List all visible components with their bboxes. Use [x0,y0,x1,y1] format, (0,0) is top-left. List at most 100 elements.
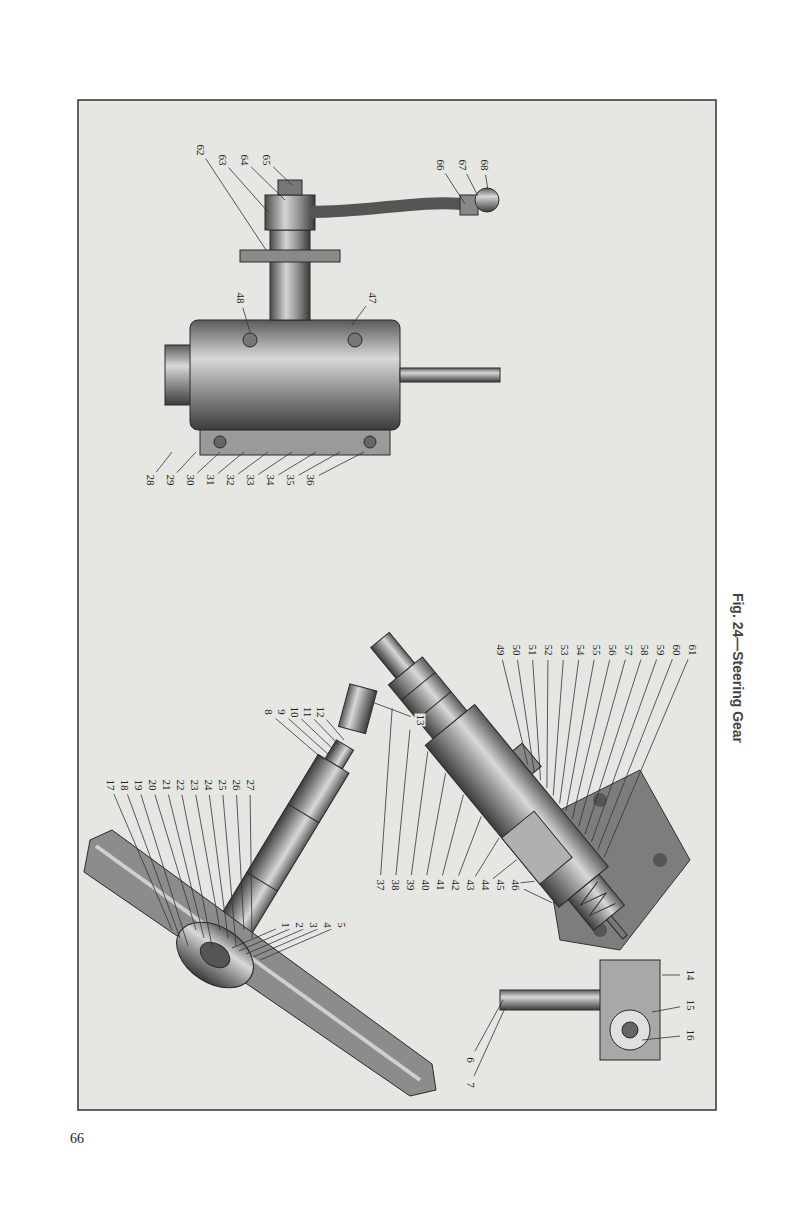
leader-line [288,719,329,755]
leader-line [327,720,344,740]
leader-line [445,173,465,204]
column-detail [500,960,660,1060]
callout-number: 44 [480,879,491,892]
leader-line [114,794,172,930]
leader-line [196,795,220,930]
leader-line [223,795,236,946]
callout-number: 47 [367,292,378,305]
callout-number: 20 [147,779,158,792]
leader-line [502,660,527,765]
callout-number: 64 [239,154,250,167]
leader-line [585,660,641,835]
callout-number: 33 [245,474,256,487]
leader-line [239,929,290,951]
callout-number: 5 [336,921,347,929]
callout-number: 17 [105,779,116,792]
leader-line [352,306,366,325]
leader-line [251,167,285,200]
callout-number: 55 [591,644,602,657]
callout-number: 67 [457,159,468,172]
callout-number: 6 [465,1056,476,1064]
callout-number: 65 [261,154,272,167]
callout-number: 60 [671,644,682,657]
callout-number: 34 [265,474,276,487]
leader-line [579,660,626,827]
callout-number: 28 [145,474,156,487]
callout-number: 12 [315,706,326,719]
figure-caption: Fig. 24—Steering Gear [730,593,746,743]
callout-number: 32 [225,474,236,487]
leader-line [475,838,499,876]
leader-line [459,816,482,875]
leader-line [553,660,563,796]
leader-line [197,452,220,473]
leader-line [260,929,332,960]
page-number: 66 [70,1132,84,1146]
plate-frame [78,100,716,1110]
callout-number: 46 [510,879,521,892]
callout-number: 11 [302,706,313,719]
leader-line [276,719,324,760]
leader-line [372,702,411,716]
callout-number: 21 [161,779,172,792]
callout-number: 13 [415,714,426,727]
callout-number: 14 [685,969,696,982]
leader-line [642,1036,680,1040]
callout-number: 50 [511,644,522,657]
callout-number: 56 [607,644,618,657]
leader-line [243,308,250,332]
callout-number: 68 [479,159,490,172]
callout-number: 39 [405,879,416,892]
callout-number: 10 [289,706,300,719]
leader-line [566,660,594,811]
leader-line [246,929,304,954]
leader-line [533,660,541,780]
callout-number: 16 [685,1029,696,1042]
leader-line [547,660,548,788]
leader-line [591,659,656,841]
callout-number: 31 [205,474,216,487]
leader-line [443,795,464,876]
leader-line [572,660,609,819]
leader-line [467,174,478,196]
leader-line [319,452,364,475]
leader-line [177,452,196,473]
steering-wheel-section [84,830,436,1096]
callout-number: 18 [119,779,130,792]
callout-number: 7 [465,1081,476,1089]
callout-number: 2 [294,921,305,929]
leader-line [493,860,517,879]
callout-number: 26 [231,779,242,792]
leader-line [127,794,180,938]
drop-arm-assembly [165,180,500,455]
callout-number: 52 [543,644,554,657]
callout-number: 49 [495,644,506,657]
leader-line [273,167,292,185]
leader-line [524,889,552,903]
callout-number: 45 [495,879,506,892]
callout-number: 62 [195,144,206,157]
leader-line [209,795,228,938]
callout-number: 54 [575,644,586,657]
callout-number: 53 [559,644,570,657]
leader-line [598,659,673,849]
leader-line [652,1007,680,1012]
callout-number: 38 [390,879,401,892]
callout-number: 3 [308,921,319,929]
leader-line [156,452,172,472]
leader-line [662,975,680,976]
callout-number: 66 [435,159,446,172]
leader-line [218,452,244,474]
callout-number: 15 [685,999,696,1012]
leader-line [299,452,340,475]
callout-number: 40 [420,879,431,892]
callout-number: 59 [655,644,666,657]
callout-number: 51 [527,644,538,657]
callout-number: 23 [189,779,200,792]
callout-number: 9 [276,708,287,716]
callout-number: 1 [280,921,291,929]
leader-line [474,1008,505,1076]
callout-number: 19 [133,779,144,792]
